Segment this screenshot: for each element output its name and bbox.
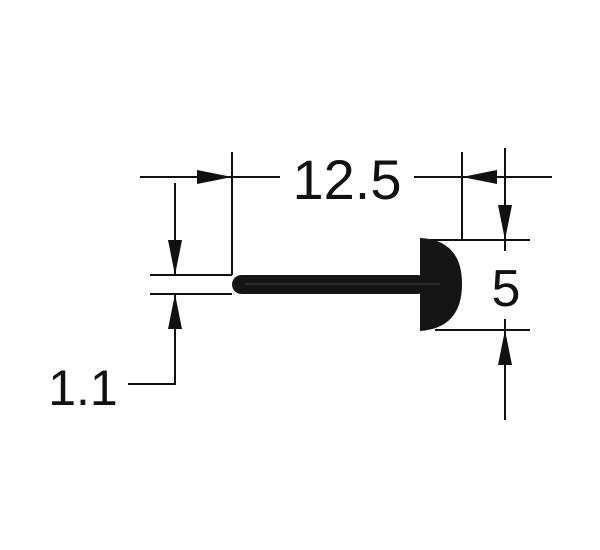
- width-dimension: 12.5: [140, 148, 552, 275]
- arrow-down-icon: [168, 240, 182, 275]
- arrow-right-icon: [197, 170, 232, 184]
- head-height-label: 5: [492, 260, 521, 318]
- width-label: 12.5: [293, 148, 402, 211]
- arrow-up-icon: [498, 330, 512, 365]
- arrow-down-icon: [498, 205, 512, 240]
- arrow-up-icon: [168, 294, 182, 329]
- arrow-left-icon: [462, 170, 497, 184]
- t-profile-shape: [232, 238, 462, 331]
- profile-head: [420, 238, 462, 331]
- head-height-dimension: 5: [430, 148, 530, 420]
- stem-thickness-label: 1.1: [48, 360, 118, 416]
- stem-thickness-dimension: 1.1: [48, 183, 232, 416]
